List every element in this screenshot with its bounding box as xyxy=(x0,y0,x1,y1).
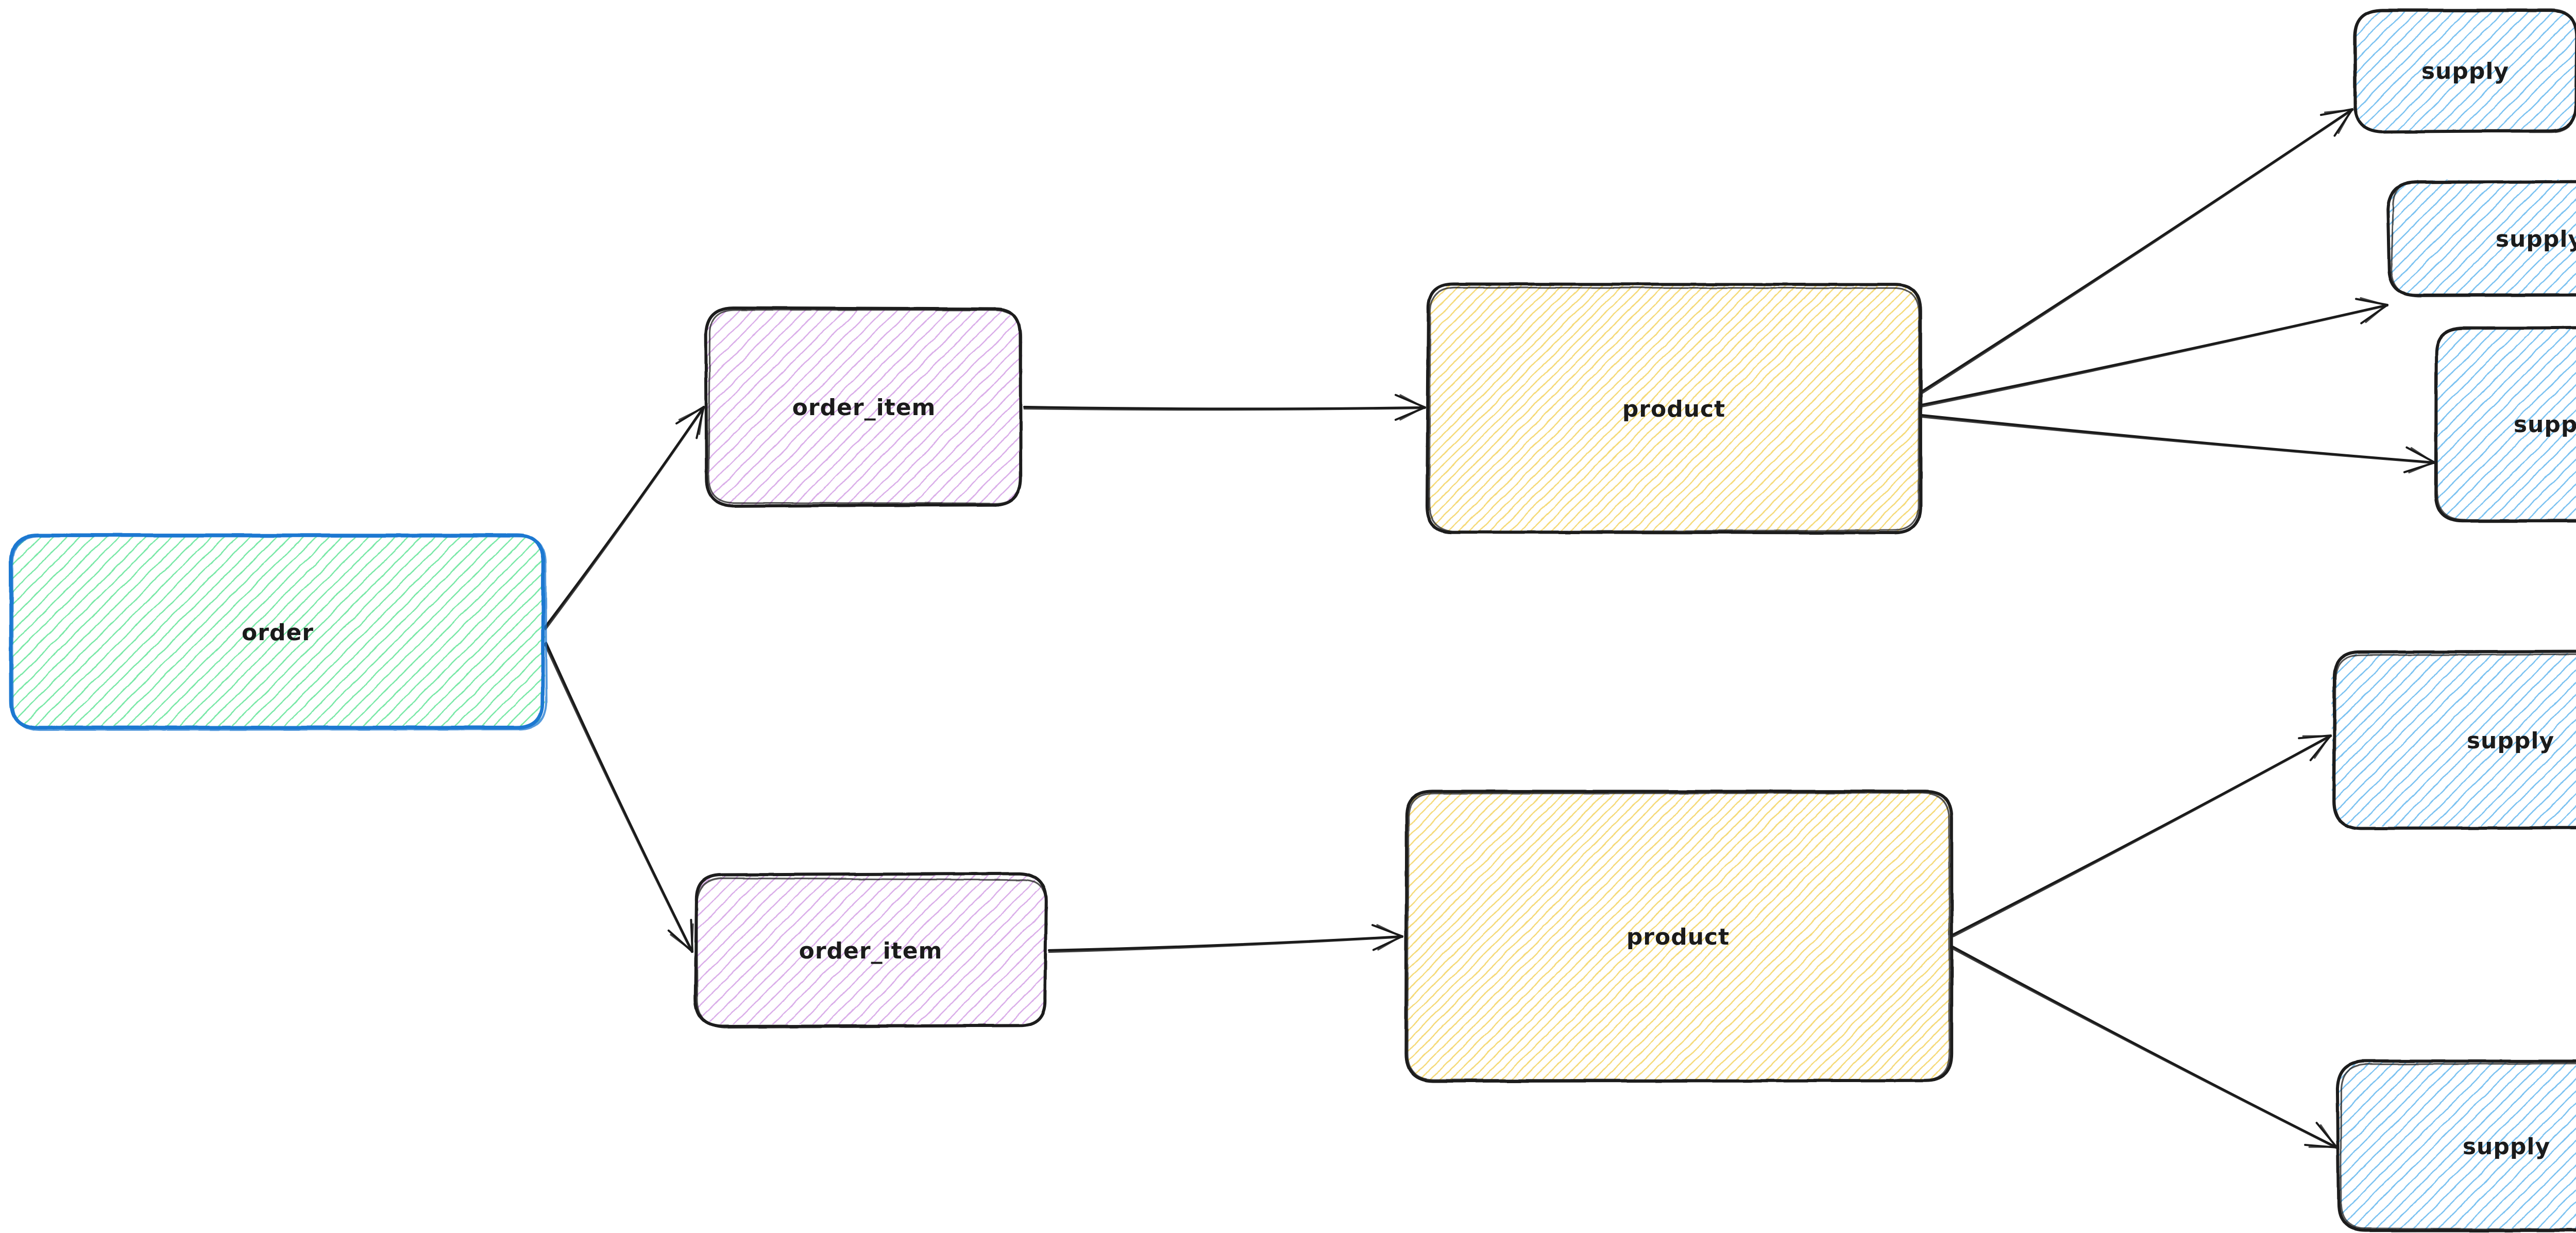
node-order[interactable]: order xyxy=(10,535,547,730)
edge-line-pass-1 xyxy=(1953,735,2331,935)
nodes-layer: orderorder_itemorder_itemproductproducts… xyxy=(10,9,2576,1230)
node-label: supply xyxy=(2421,58,2509,84)
node-supply_3[interactable]: supply xyxy=(2436,327,2576,521)
edge-e5[interactable] xyxy=(1922,109,2353,393)
node-supply_5[interactable]: supply xyxy=(2337,1061,2576,1230)
node-label: supply xyxy=(2514,412,2576,438)
edge-line-pass-1 xyxy=(546,643,692,952)
node-label: product xyxy=(1622,396,1725,422)
edge-e7[interactable] xyxy=(1922,415,2435,473)
node-order_item_top[interactable]: order_item xyxy=(706,308,1022,506)
node-order_item_bottom[interactable]: order_item xyxy=(696,874,1047,1028)
edge-e6[interactable] xyxy=(1922,298,2387,406)
node-product_bottom[interactable]: product xyxy=(1405,791,1952,1081)
edge-line-pass-1 xyxy=(544,407,704,628)
edge-line-pass-1 xyxy=(1922,109,2352,391)
node-product_top[interactable]: product xyxy=(1427,283,1921,533)
node-label: order xyxy=(242,620,314,646)
node-supply_4[interactable]: supply xyxy=(2331,652,2576,829)
node-supply_2[interactable]: supply xyxy=(2388,180,2576,296)
edge-e3[interactable] xyxy=(1024,395,1425,420)
edge-e8[interactable] xyxy=(1953,735,2331,936)
node-label: supply xyxy=(2467,728,2554,754)
edge-e2[interactable] xyxy=(545,643,693,952)
edge-line-pass-1 xyxy=(1922,415,2435,463)
edge-e9[interactable] xyxy=(1952,947,2337,1148)
edge-line-pass-1 xyxy=(1049,936,1402,950)
node-supply_1[interactable]: supply xyxy=(2354,9,2576,132)
edge-e1[interactable] xyxy=(544,407,704,629)
edge-e4[interactable] xyxy=(1049,925,1402,952)
node-label: supply xyxy=(2463,1134,2550,1160)
node-label: product xyxy=(1626,924,1730,950)
node-label: order_item xyxy=(792,395,936,421)
node-label: order_item xyxy=(799,938,943,964)
edge-line-pass-1 xyxy=(1922,305,2387,405)
edge-line-pass-1 xyxy=(1953,947,2337,1148)
node-label: supply xyxy=(2496,226,2576,252)
